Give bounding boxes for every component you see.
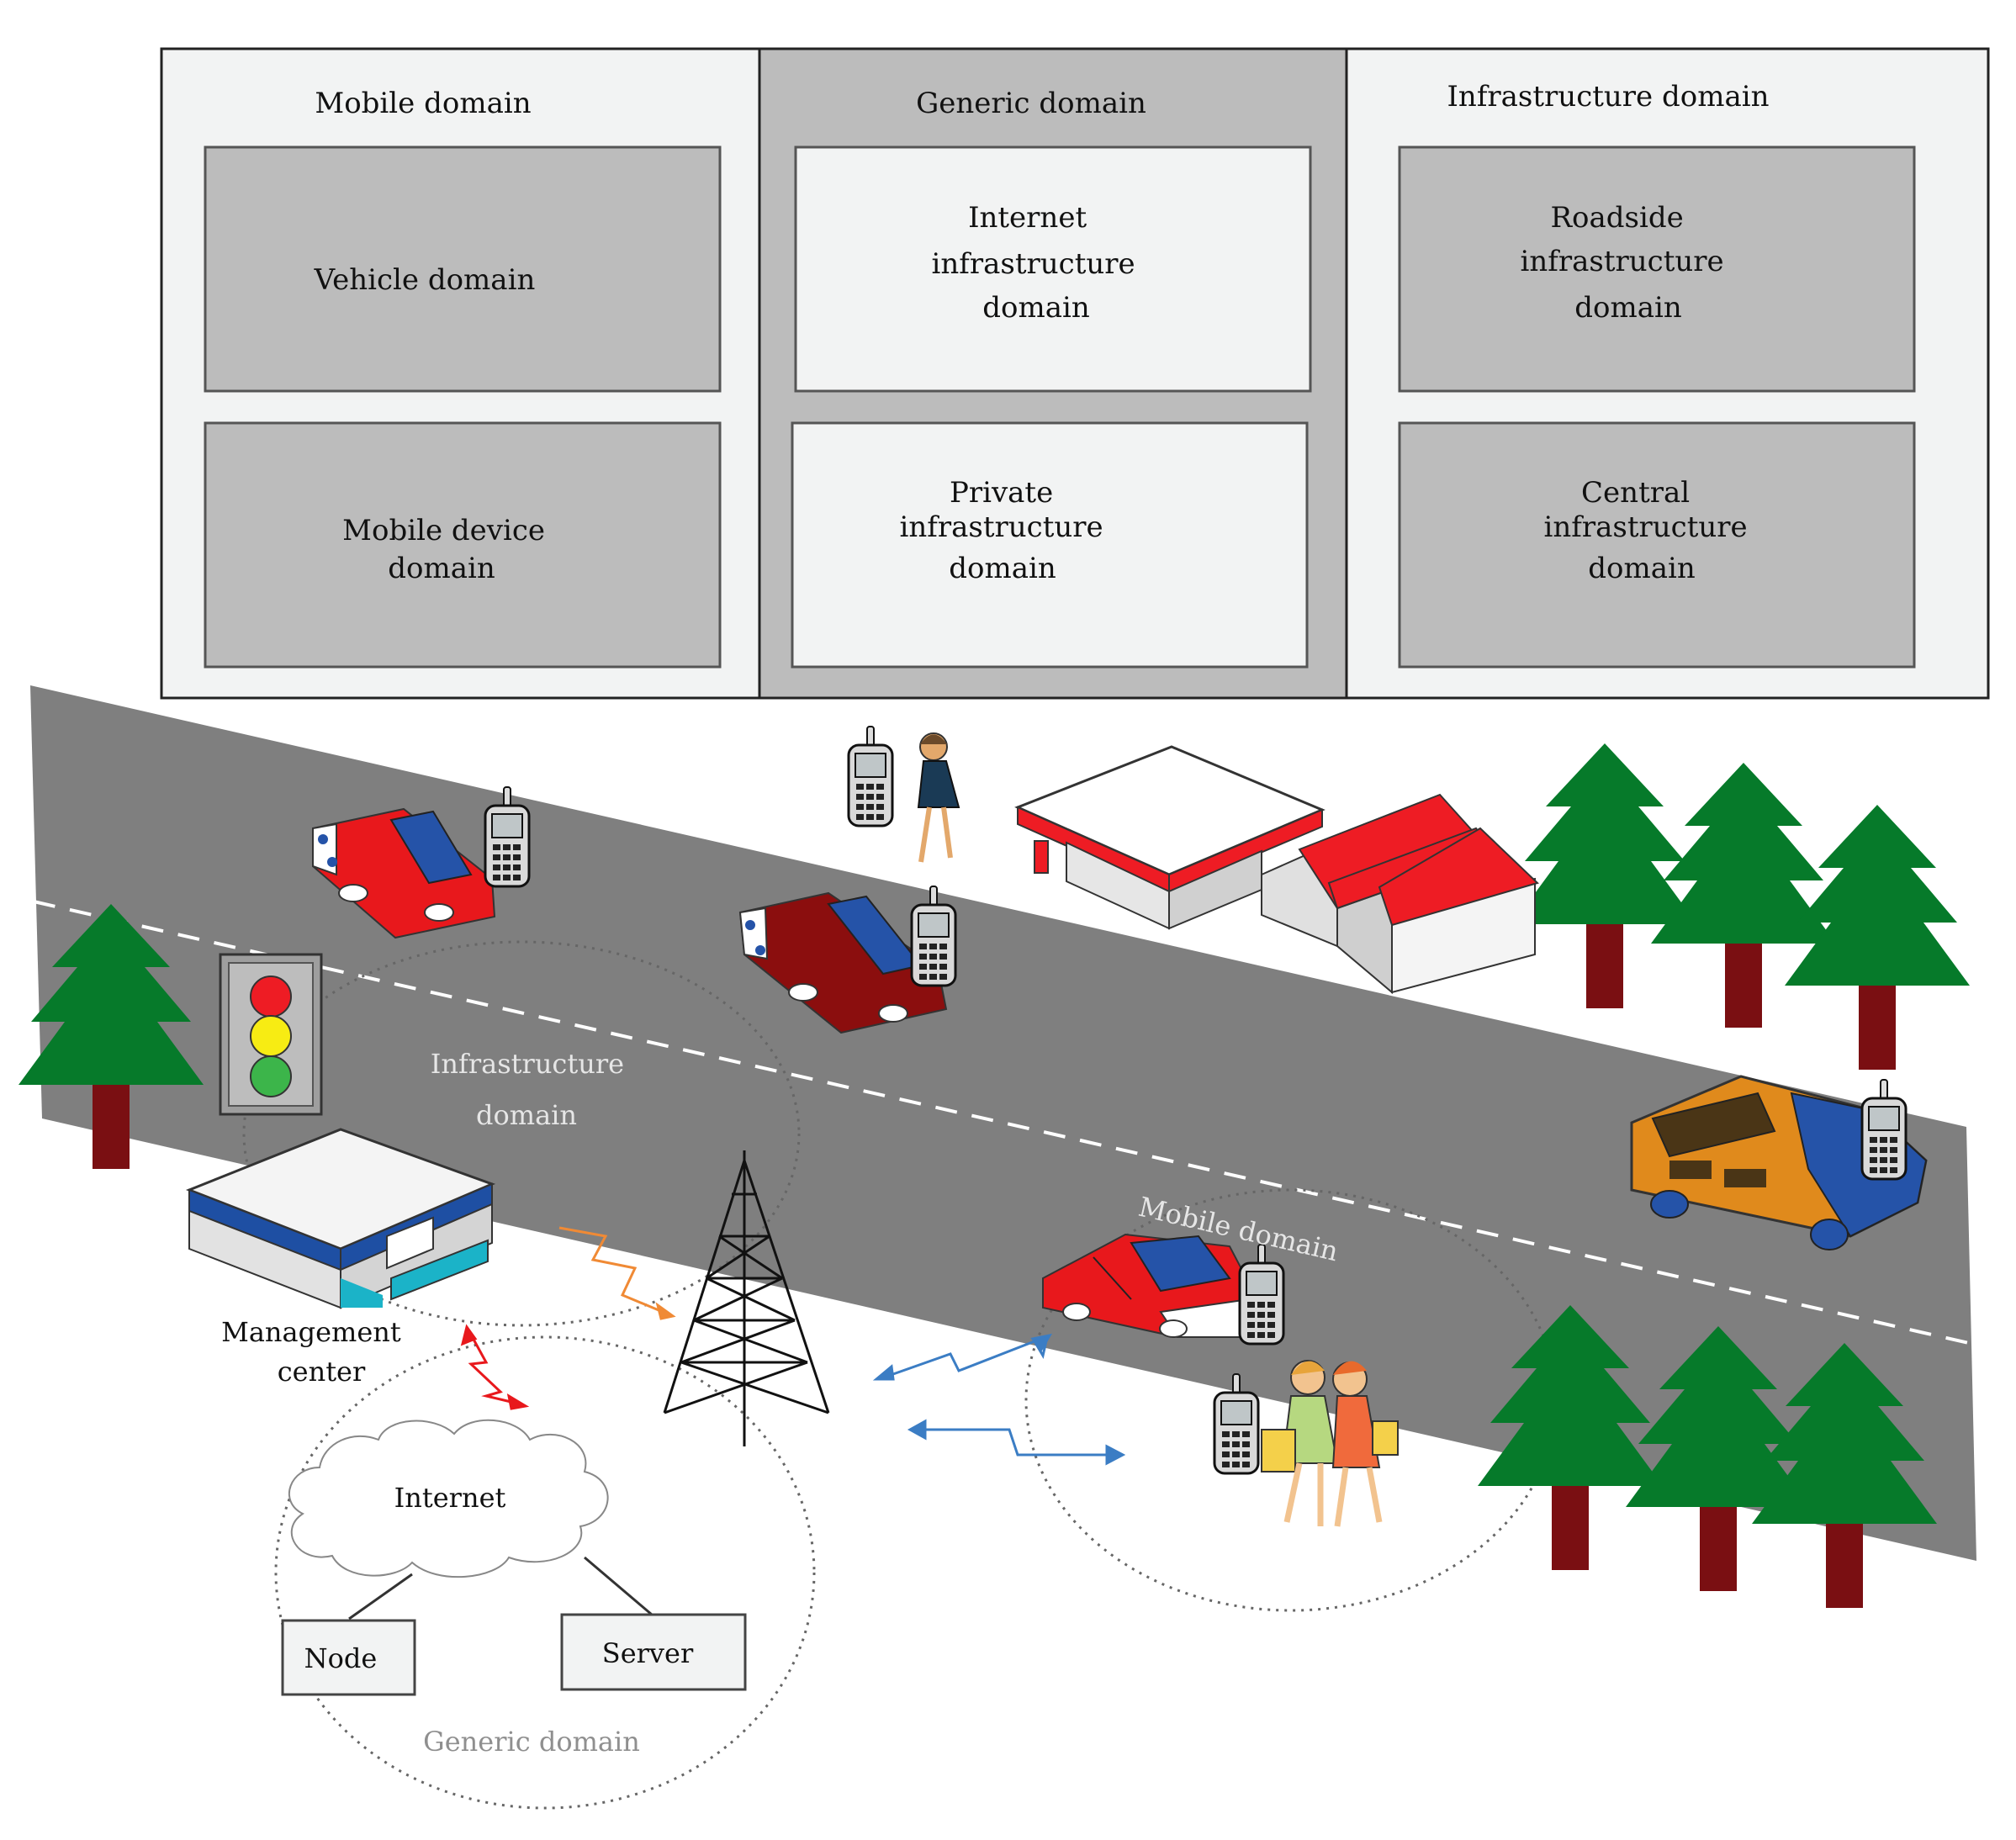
- server-box: [560, 1613, 747, 1691]
- phone-icon: [1860, 1078, 1908, 1181]
- infrastructure-domain-scene-label: Infrastructure domain: [431, 1048, 632, 1131]
- car-red-top-left: [312, 785, 531, 939]
- central-infrastructure-line: Central: [1581, 476, 1690, 510]
- vehicle-domain-line: Vehicle domain: [314, 263, 536, 297]
- blue-arrowhead-left-lower: [907, 1419, 927, 1441]
- private-infrastructure-line: domain: [949, 552, 1056, 585]
- infrastructure-domain-region: [242, 940, 801, 1327]
- blue-arrowhead-right-lower: [1105, 1444, 1126, 1466]
- school-bus: [1630, 1075, 1928, 1250]
- houses-icon: [1261, 793, 1539, 995]
- private-infrastructure-domain-label: Private infrastructure domain: [900, 476, 1113, 585]
- mobile-domain-title: Mobile domain: [315, 87, 531, 120]
- generic-domain-scene-label: Generic domain: [423, 1726, 640, 1758]
- gas-station-icon: [1014, 745, 1325, 930]
- internet-cloud-icon: [288, 1419, 609, 1578]
- pedestrians-shopping-icon: [1213, 1360, 1399, 1527]
- internet-label: Internet: [394, 1482, 506, 1514]
- central-infrastructure-line: domain: [1588, 552, 1696, 585]
- management-center-label: Management center: [221, 1316, 410, 1388]
- road-surface: [30, 685, 1976, 1561]
- blue-arrowhead-right-upper: [1030, 1333, 1052, 1352]
- internet-infrastructure-domain-box: [794, 145, 1312, 393]
- server-label: Server: [602, 1637, 694, 1669]
- generic-domain-title: Generic domain: [916, 87, 1146, 120]
- node-label: Node: [304, 1642, 378, 1674]
- tree-icon: [1651, 763, 1836, 1028]
- roadside-infrastructure-line: infrastructure: [1521, 245, 1724, 278]
- roadside-infrastructure-domain-box: [1398, 145, 1916, 393]
- phone-icon: [847, 725, 894, 827]
- node-box: [281, 1619, 416, 1696]
- infrastructure-domain-title: Infrastructure domain: [1447, 80, 1770, 114]
- internet-server-link: [584, 1556, 653, 1616]
- central-infrastructure-line: infrastructure: [1544, 510, 1748, 544]
- blue-wireless-link-upper: [878, 1336, 1049, 1381]
- generic-domain-region: [274, 1335, 816, 1810]
- internet-infrastructure-line: domain: [982, 291, 1090, 325]
- car-red-bottom: [1042, 1233, 1285, 1346]
- domain-table: Mobile domain Generic domain Infrastruct…: [160, 47, 1990, 700]
- management-label-line: center: [278, 1356, 366, 1388]
- red-arrowhead-top: [460, 1324, 478, 1346]
- red-wireless-link: [465, 1326, 522, 1406]
- mobile-device-domain-line: domain: [388, 552, 495, 585]
- blue-arrowhead-left-upper: [872, 1364, 895, 1381]
- mobile-device-domain-line: Mobile device: [342, 514, 545, 547]
- traffic-light-icon: [219, 953, 323, 1116]
- internet-node-link: [348, 1573, 413, 1621]
- management-label-line: Management: [221, 1316, 401, 1348]
- internet-infrastructure-line: Internet: [968, 201, 1087, 235]
- roadside-infrastructure-line: domain: [1574, 291, 1682, 325]
- vehicle-domain-label: Vehicle domain: [314, 263, 536, 297]
- road: [30, 685, 1976, 1561]
- internet-infrastructure-line: infrastructure: [932, 247, 1135, 281]
- private-infrastructure-line: infrastructure: [900, 510, 1103, 544]
- orange-wireless-link: [558, 1226, 674, 1318]
- red-arrowhead-bottom: [506, 1393, 530, 1410]
- private-infrastructure-domain-box: [791, 421, 1309, 669]
- roadside-infrastructure-domain-label: Roadside infrastructure domain: [1521, 201, 1733, 325]
- mobile-device-domain-label: Mobile device domain: [342, 514, 554, 585]
- vehicle-domain-box: [204, 145, 722, 393]
- orange-arrowhead: [655, 1302, 676, 1320]
- roadside-infrastructure-line: Roadside: [1550, 201, 1683, 235]
- mobile-device-domain-box: [204, 421, 722, 669]
- central-infrastructure-domain-label: Central infrastructure domain: [1544, 476, 1757, 585]
- communication-links: [460, 1226, 1126, 1466]
- central-infrastructure-domain-box: [1398, 421, 1916, 669]
- blue-wireless-link-lower: [913, 1428, 1119, 1457]
- private-infrastructure-line: Private: [950, 476, 1053, 510]
- pedestrian-woman-icon: [847, 725, 960, 863]
- infra-label-line: Infrastructure: [431, 1048, 624, 1080]
- management-center-building: [185, 1128, 496, 1309]
- internet-infrastructure-domain-label: Internet infrastructure domain: [932, 201, 1145, 325]
- car-dark-red: [738, 885, 957, 1034]
- infra-label-line: domain: [476, 1099, 577, 1131]
- cell-tower-icon: [663, 1150, 830, 1446]
